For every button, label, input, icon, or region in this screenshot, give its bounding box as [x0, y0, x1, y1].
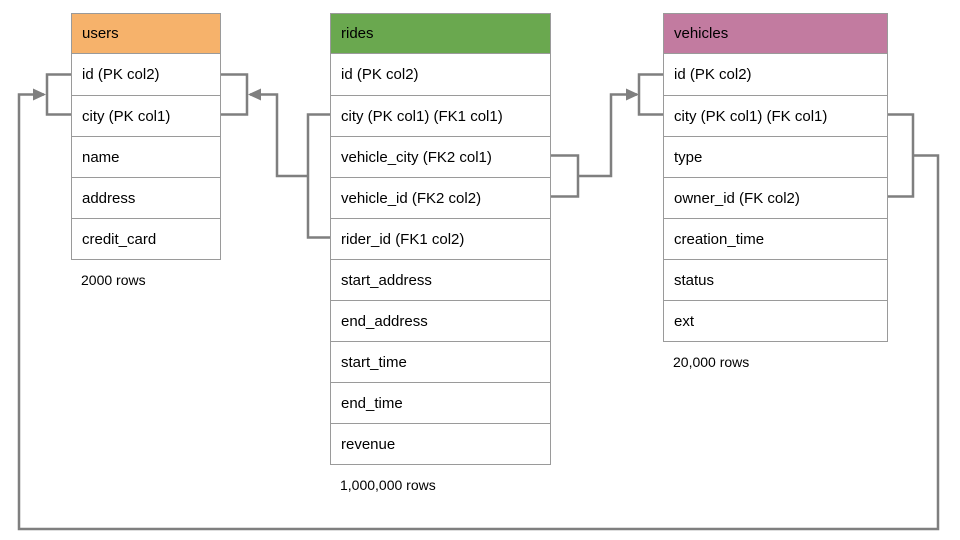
- table-row-rides: end_address: [331, 300, 550, 341]
- table-row-rides: start_time: [331, 341, 550, 382]
- table-row-users: city (PK col1): [72, 95, 220, 136]
- arrowhead-into-vehicles-left: [626, 88, 639, 101]
- table-row-vehicles: status: [664, 259, 887, 300]
- table-row-rides: vehicle_id (FK2 col2): [331, 177, 550, 218]
- table-row-vehicles: ext: [664, 300, 887, 341]
- rides-right-bracket: [551, 154, 580, 198]
- table-rides-box: rides id (PK col2)city (PK col1) (FK1 co…: [330, 13, 551, 465]
- rides-users-elbow-line: [250, 93, 308, 178]
- table-row-rides: revenue: [331, 423, 550, 464]
- table-vehicles: vehicles id (PK col2)city (PK col1) (FK …: [663, 13, 888, 370]
- table-vehicles-header: vehicles: [664, 14, 887, 54]
- vehicles-users-perimeter-line: [17, 93, 940, 531]
- arrowhead-into-users-right: [248, 88, 261, 101]
- table-rides: rides id (PK col2)city (PK col1) (FK1 co…: [330, 13, 551, 493]
- rides-vehicles-elbow-line: [578, 93, 637, 178]
- table-users-header: users: [72, 14, 220, 54]
- arrowhead-into-users-left: [33, 88, 46, 101]
- table-row-rides: vehicle_city (FK2 col1): [331, 136, 550, 177]
- table-row-vehicles: creation_time: [664, 218, 887, 259]
- users-right-bracket: [221, 73, 249, 116]
- table-vehicles-rowcount: 20,000 rows: [673, 354, 750, 370]
- table-row-vehicles: city (PK col1) (FK col1): [664, 95, 887, 136]
- table-row-users: credit_card: [72, 218, 220, 259]
- relationship-rides-vehicles: [551, 73, 663, 198]
- relationship-vehicles-users: [17, 73, 940, 531]
- users-left-bracket: [45, 73, 71, 116]
- table-users-rowcount: 2000 rows: [81, 272, 146, 288]
- table-rides-header: rides: [331, 14, 550, 54]
- vehicles-left-bracket: [637, 73, 663, 116]
- table-row-rides: start_address: [331, 259, 550, 300]
- table-row-users: address: [72, 177, 220, 218]
- table-row-vehicles: owner_id (FK col2): [664, 177, 887, 218]
- table-row-rides: rider_id (FK1 col2): [331, 218, 550, 259]
- table-row-rides: id (PK col2): [331, 54, 550, 95]
- vehicles-right-bracket: [888, 113, 915, 198]
- table-row-rides: city (PK col1) (FK1 col1): [331, 95, 550, 136]
- table-row-users: id (PK col2): [72, 54, 220, 95]
- table-vehicles-rows: id (PK col2)city (PK col1) (FK col1)type…: [664, 54, 887, 341]
- relationship-rides-users: [221, 73, 330, 239]
- rides-left-bracket: [306, 113, 330, 239]
- table-rides-rowcount: 1,000,000 rows: [340, 477, 436, 493]
- table-row-vehicles: type: [664, 136, 887, 177]
- table-rides-rows: id (PK col2)city (PK col1) (FK1 col1)veh…: [331, 54, 550, 464]
- table-vehicles-box: vehicles id (PK col2)city (PK col1) (FK …: [663, 13, 888, 342]
- table-row-rides: end_time: [331, 382, 550, 423]
- table-row-vehicles: id (PK col2): [664, 54, 887, 95]
- table-row-users: name: [72, 136, 220, 177]
